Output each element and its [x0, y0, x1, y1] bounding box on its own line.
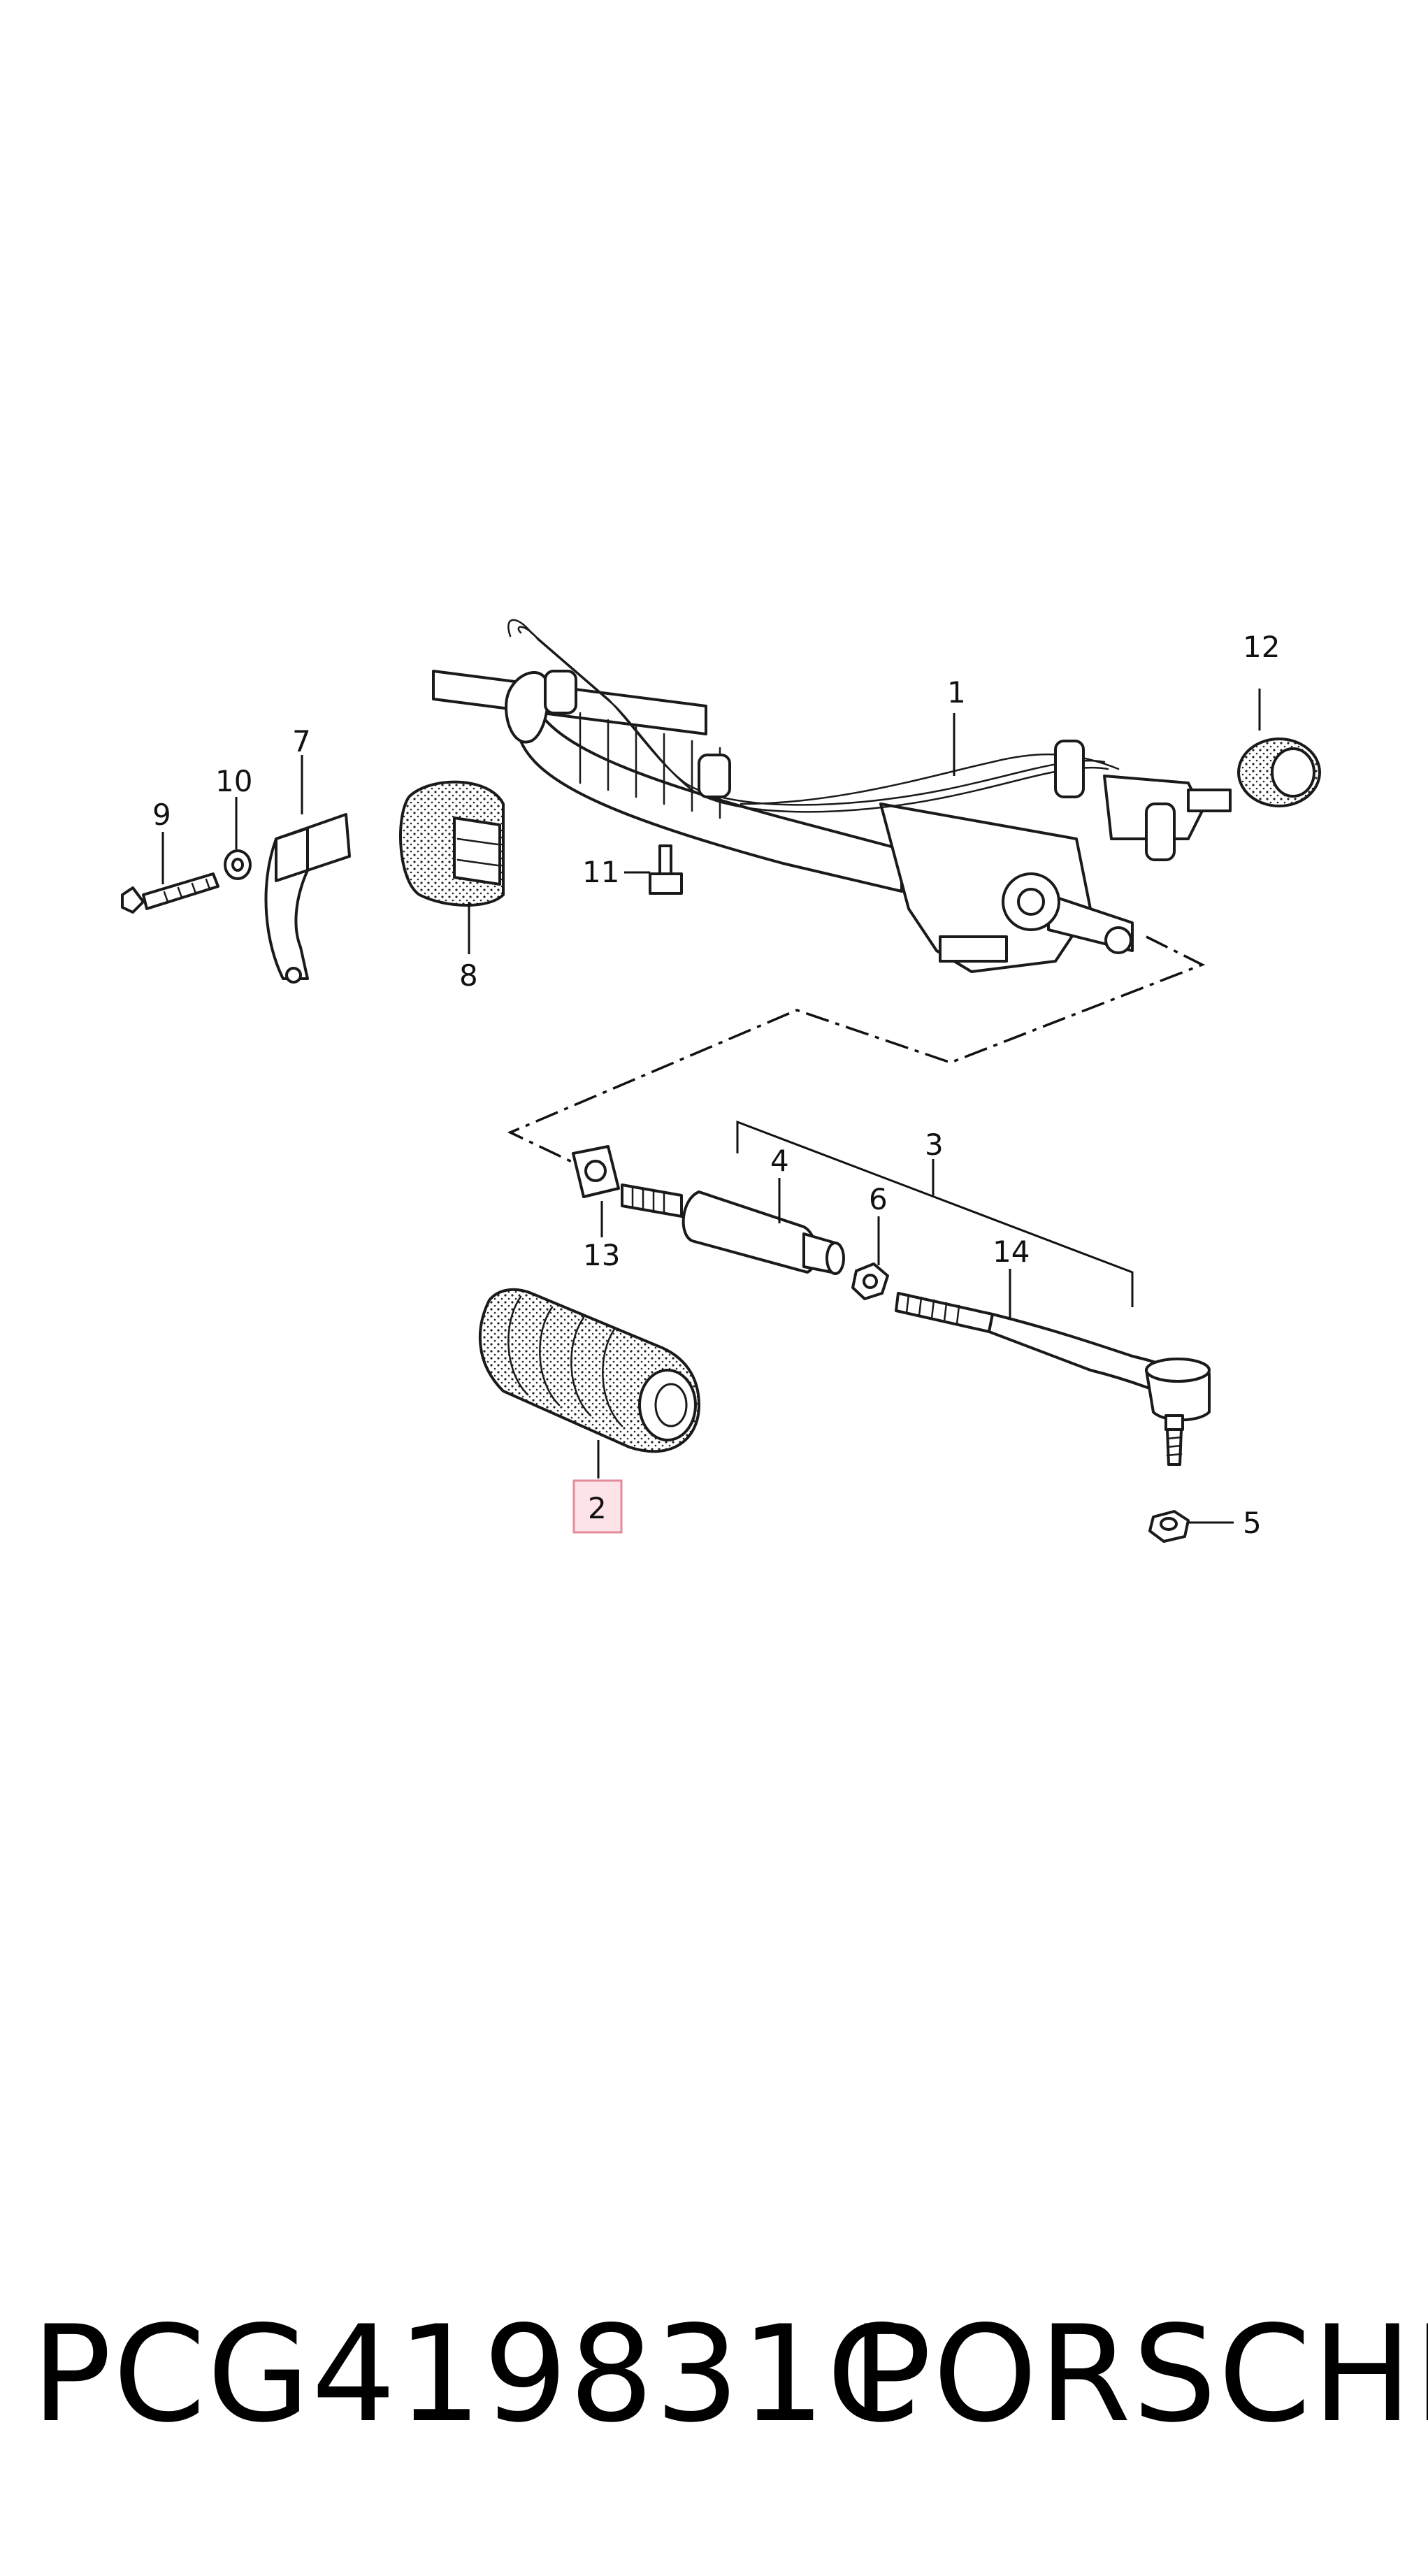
callout-8: 8 — [459, 958, 478, 993]
callout-4: 4 — [770, 1144, 789, 1178]
part-7-clamp — [264, 813, 351, 984]
callout-7: 7 — [292, 724, 311, 758]
part-10-washer — [224, 849, 252, 880]
callout-9: 9 — [152, 798, 171, 832]
callout-1: 1 — [947, 675, 966, 710]
part-5-nut — [1148, 1510, 1190, 1543]
part-12-ring — [1237, 737, 1321, 807]
steering-rack — [432, 619, 1232, 973]
part-number: PCG419831C — [31, 2297, 921, 2452]
brand-name: PORSCHE — [851, 2297, 1428, 2452]
callout-labels: 1 12 7 10 9 11 8 3 4 6 14 13 5 2 — [152, 630, 1280, 1540]
part-11-bolt — [649, 844, 683, 895]
alignment-line — [507, 935, 1206, 1169]
part-4-tie-rod — [621, 1183, 845, 1275]
callout-5: 5 — [1243, 1506, 1262, 1540]
callout-6: 6 — [869, 1182, 888, 1216]
callout-2: 2 — [588, 1491, 607, 1525]
part-6-nut — [851, 1262, 889, 1300]
part-8-mount — [399, 780, 505, 907]
callout-3: 3 — [925, 1128, 944, 1162]
part-9-bolt — [121, 872, 219, 914]
callout-11: 11 — [582, 855, 619, 889]
callout-12: 12 — [1243, 630, 1280, 664]
leader-lines — [161, 689, 1261, 1524]
part-2-bellows-boot — [478, 1288, 701, 1453]
callout-14: 14 — [993, 1235, 1030, 1269]
callout-13: 13 — [583, 1238, 620, 1272]
part-14-tie-rod-end — [895, 1292, 1211, 1466]
highlight-box — [572, 1479, 623, 1534]
callout-10: 10 — [215, 764, 252, 798]
part-13-plate — [572, 1145, 620, 1198]
